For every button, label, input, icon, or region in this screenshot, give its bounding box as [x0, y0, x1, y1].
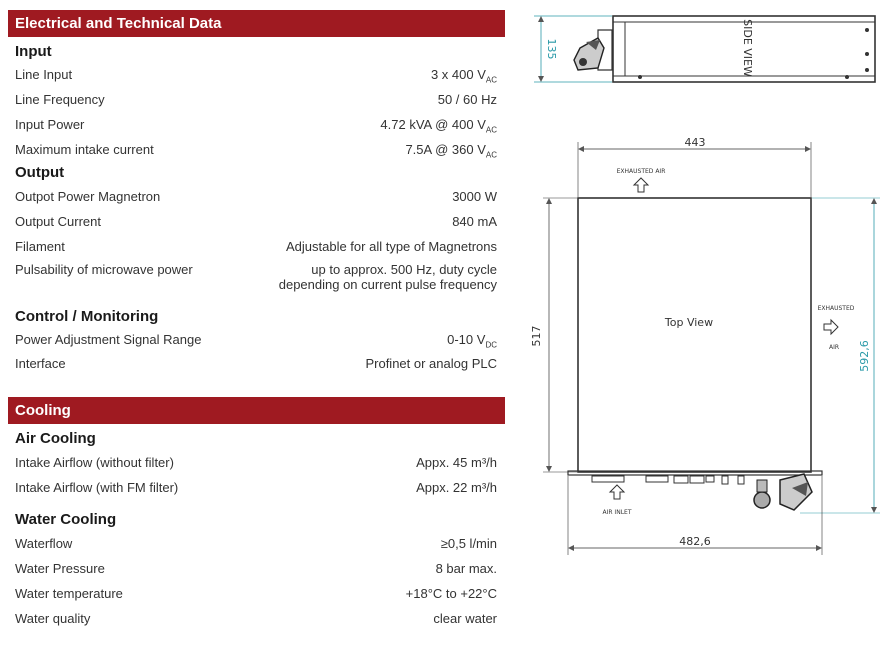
spec-value: 50 / 60 Hz: [437, 92, 497, 107]
spec-label: Input Power: [15, 117, 85, 132]
exhausted-air-right-label: EXHAUSTED: [818, 305, 855, 312]
top-view: [567, 197, 823, 511]
spec-row: Intake Airflow (without filter) Appx. 45 …: [8, 450, 505, 475]
spec-label: Water Pressure: [15, 561, 105, 576]
exhausted-air-right-label-2: AIR: [829, 344, 839, 351]
spec-value: Appx. 45 m³/h: [416, 455, 497, 470]
spec-row: Maximum intake current 7.5A @ 360 VAC: [8, 137, 505, 162]
heading-water-cooling: Water Cooling: [15, 511, 117, 528]
top-view-label: Top View: [664, 316, 713, 329]
spec-value: ≥0,5 l/min: [440, 536, 497, 551]
spec-value: 3000 W: [452, 189, 497, 204]
spec-value: 3 x 400 VAC: [430, 67, 497, 85]
spec-label: Outpot Power Magnetron: [15, 189, 161, 204]
arrow-up-icon: [632, 177, 650, 193]
spec-label: Pulsability of microwave power: [15, 262, 193, 277]
heading-output: Output: [15, 164, 65, 181]
spec-label: Water quality: [15, 611, 91, 626]
spec-row-pulsability: Pulsability of microwave power up to app…: [8, 259, 505, 302]
spec-value: up to approx. 500 Hz, duty cycle dependi…: [278, 262, 497, 292]
spec-row: Line Frequency 50 / 60 Hz: [8, 87, 505, 112]
spec-row: Water temperature +18°C to +22°C: [8, 581, 505, 606]
spec-value: 8 bar max.: [435, 561, 497, 576]
exhausted-air-top-label: EXHAUSTED AIR: [617, 168, 666, 175]
spec-row: Output Current 840 mA: [8, 209, 505, 234]
spec-value: clear water: [433, 611, 497, 626]
spec-value: Adjustable for all type of Magnetrons: [285, 239, 497, 254]
spec-row: Intake Airflow (with FM filter) Appx. 22 …: [8, 475, 505, 500]
spec-panel: Electrical and Technical Data Input Line…: [8, 10, 505, 631]
spec-label: Output Current: [15, 214, 101, 229]
spec-row: Line Input 3 x 400 VAC: [8, 62, 505, 87]
heading-control: Control / Monitoring: [15, 308, 159, 325]
spec-value: 840 mA: [452, 214, 497, 229]
spec-value: 0-10 VDC: [447, 332, 497, 350]
spec-label: Line Input: [15, 67, 73, 82]
spec-row: Filament Adjustable for all type of Magne…: [8, 234, 505, 259]
spec-value: Profinet or analog PLC: [365, 356, 497, 371]
spec-value: 4.72 kVA @ 400 VAC: [380, 117, 497, 135]
spec-label: Maximum intake current: [15, 142, 154, 157]
spec-label: Waterflow: [15, 536, 73, 551]
arrow-right-icon: [823, 318, 839, 336]
dim-side-height: 135: [545, 39, 558, 60]
dim-total-depth: 592,6: [858, 340, 871, 372]
spec-label: Power Adjustment Signal Range: [15, 332, 202, 347]
spec-value: +18°C to +22°C: [405, 586, 497, 601]
dim-top-width: 443: [685, 136, 706, 149]
side-view-label: SIDE VIEW: [741, 19, 754, 77]
air-inlet-label: AIR INLET: [602, 509, 631, 516]
spec-row: Water quality clear water: [8, 606, 505, 631]
heading-input: Input: [15, 43, 52, 60]
spec-row: Outpot Power Magnetron 3000 W: [8, 184, 505, 209]
section-title-electrical: Electrical and Technical Data: [8, 10, 505, 37]
side-view: [534, 15, 876, 83]
dimension-lines: [543, 142, 880, 555]
spec-row: Input Power 4.72 kVA @ 400 VAC: [8, 112, 505, 137]
spec-row: Power Adjustment Signal Range 0-10 VDC: [8, 328, 505, 352]
spec-row: Water Pressure 8 bar max.: [8, 556, 505, 581]
dim-depth: 517: [530, 326, 543, 347]
dim-total-width: 482,6: [679, 535, 711, 548]
arrow-up-inlet-icon: [608, 484, 626, 500]
spec-label: Water temperature: [15, 586, 123, 601]
spec-row: Waterflow ≥0,5 l/min: [8, 531, 505, 556]
heading-air-cooling: Air Cooling: [15, 430, 96, 447]
spec-row: Interface Profinet or analog PLC: [8, 352, 505, 376]
section-title-cooling: Cooling: [8, 397, 505, 424]
spec-label: Intake Airflow (without filter): [15, 455, 174, 470]
spec-label: Intake Airflow (with FM filter): [15, 480, 179, 495]
spec-value: 7.5A @ 360 VAC: [405, 142, 497, 160]
spec-label: Interface: [15, 356, 66, 371]
spec-label: Filament: [15, 239, 65, 254]
spec-value: Appx. 22 m³/h: [416, 480, 497, 495]
spec-label: Line Frequency: [15, 92, 105, 107]
